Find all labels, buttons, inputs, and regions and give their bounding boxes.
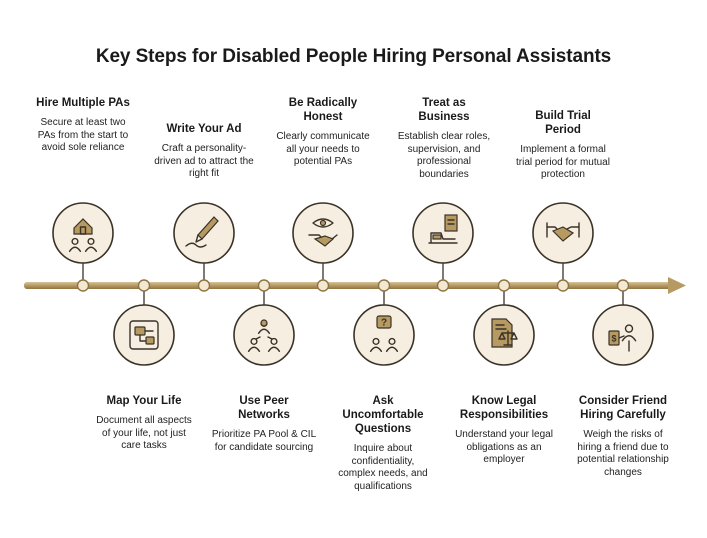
step-label: Know Legal Responsibilities <box>459 395 549 421</box>
step-ask-uncomfortable-questions: Ask Uncomfortable Questions Inquire abou… <box>323 394 443 493</box>
question-people-icon: ? <box>353 304 415 366</box>
timeline-node <box>616 279 630 292</box>
svg-text:$: $ <box>611 334 616 344</box>
eye-handshake-icon <box>292 202 354 264</box>
friend-money-icon: $ <box>592 304 654 366</box>
pen-icon <box>173 202 235 264</box>
step-be-radically-honest: Be Radically Honest Clearly communicate … <box>263 96 383 169</box>
timeline-bar <box>24 282 674 289</box>
timeline-node <box>197 279 211 292</box>
step-label: Consider Friend Hiring Carefully <box>578 395 668 421</box>
timeline-node <box>257 279 271 292</box>
step-consider-friend-hiring: Consider Friend Hiring Carefully Weigh t… <box>563 394 683 479</box>
timeline-node <box>436 279 450 292</box>
step-label: Build Trial Period <box>535 110 591 136</box>
step-description: Weigh the risks of hiring a friend due t… <box>577 429 669 478</box>
step-description: Understand your legal obligations as an … <box>455 429 553 465</box>
step-description: Implement a formal trial period for mutu… <box>516 144 610 180</box>
bottom-step-circle <box>353 304 415 366</box>
legal-scales-icon <box>473 304 535 366</box>
step-treat-as-business: Treat as Business Establish clear roles,… <box>384 96 504 181</box>
step-know-legal-responsibilities: Know Legal Responsibilities Understand y… <box>444 394 564 467</box>
step-description: Clearly communicate all your needs to po… <box>276 131 370 167</box>
step-label: Write Your Ad <box>166 123 242 135</box>
timeline-node <box>137 279 151 292</box>
handshake-icon <box>532 202 594 264</box>
step-map-your-life: Map Your Life Document all aspects of yo… <box>84 394 204 453</box>
timeline-node <box>377 279 391 292</box>
step-description: Document all aspects of your life, not j… <box>96 415 192 451</box>
page-title: Key Steps for Disabled People Hiring Per… <box>95 46 612 67</box>
step-description: Inquire about confidentiality, complex n… <box>338 443 428 492</box>
step-use-peer-networks: Use Peer Networks Prioritize PA Pool & C… <box>204 394 324 454</box>
network-people-icon <box>233 304 295 366</box>
step-description: Secure at least two PAs from the start t… <box>37 117 129 153</box>
step-label: Hire Multiple PAs <box>36 97 130 109</box>
step-description: Craft a personality-driven ad to attract… <box>154 143 254 179</box>
bottom-step-circle <box>233 304 295 366</box>
svg-text:?: ? <box>381 318 387 329</box>
step-description: Prioritize PA Pool & CIL for candidate s… <box>211 429 317 453</box>
timeline-node <box>76 279 90 292</box>
step-label: Ask Uncomfortable Questions <box>342 395 424 435</box>
step-label: Use Peer Networks <box>238 395 290 421</box>
step-build-trial-period: Build Trial Period Implement a formal tr… <box>503 109 623 182</box>
home-people-icon <box>52 202 114 264</box>
map-diagram-icon <box>113 304 175 366</box>
bottom-step-circle <box>592 304 654 366</box>
timeline-node <box>556 279 570 292</box>
timeline-node <box>316 279 330 292</box>
step-label: Be Radically Honest <box>288 97 358 123</box>
document-desk-icon <box>412 202 474 264</box>
step-hire-multiple-pas: Hire Multiple PAs Secure at least two PA… <box>23 96 143 155</box>
timeline-node <box>497 279 511 292</box>
timeline-arrowhead <box>668 277 686 294</box>
step-label: Treat as Business <box>418 97 470 123</box>
top-step-circle <box>292 202 354 264</box>
top-step-circle <box>412 202 474 264</box>
step-label: Map Your Life <box>106 395 182 407</box>
step-description: Establish clear roles, supervision, and … <box>397 131 491 180</box>
step-write-your-ad: Write Your Ad Craft a personality-driven… <box>144 122 264 181</box>
